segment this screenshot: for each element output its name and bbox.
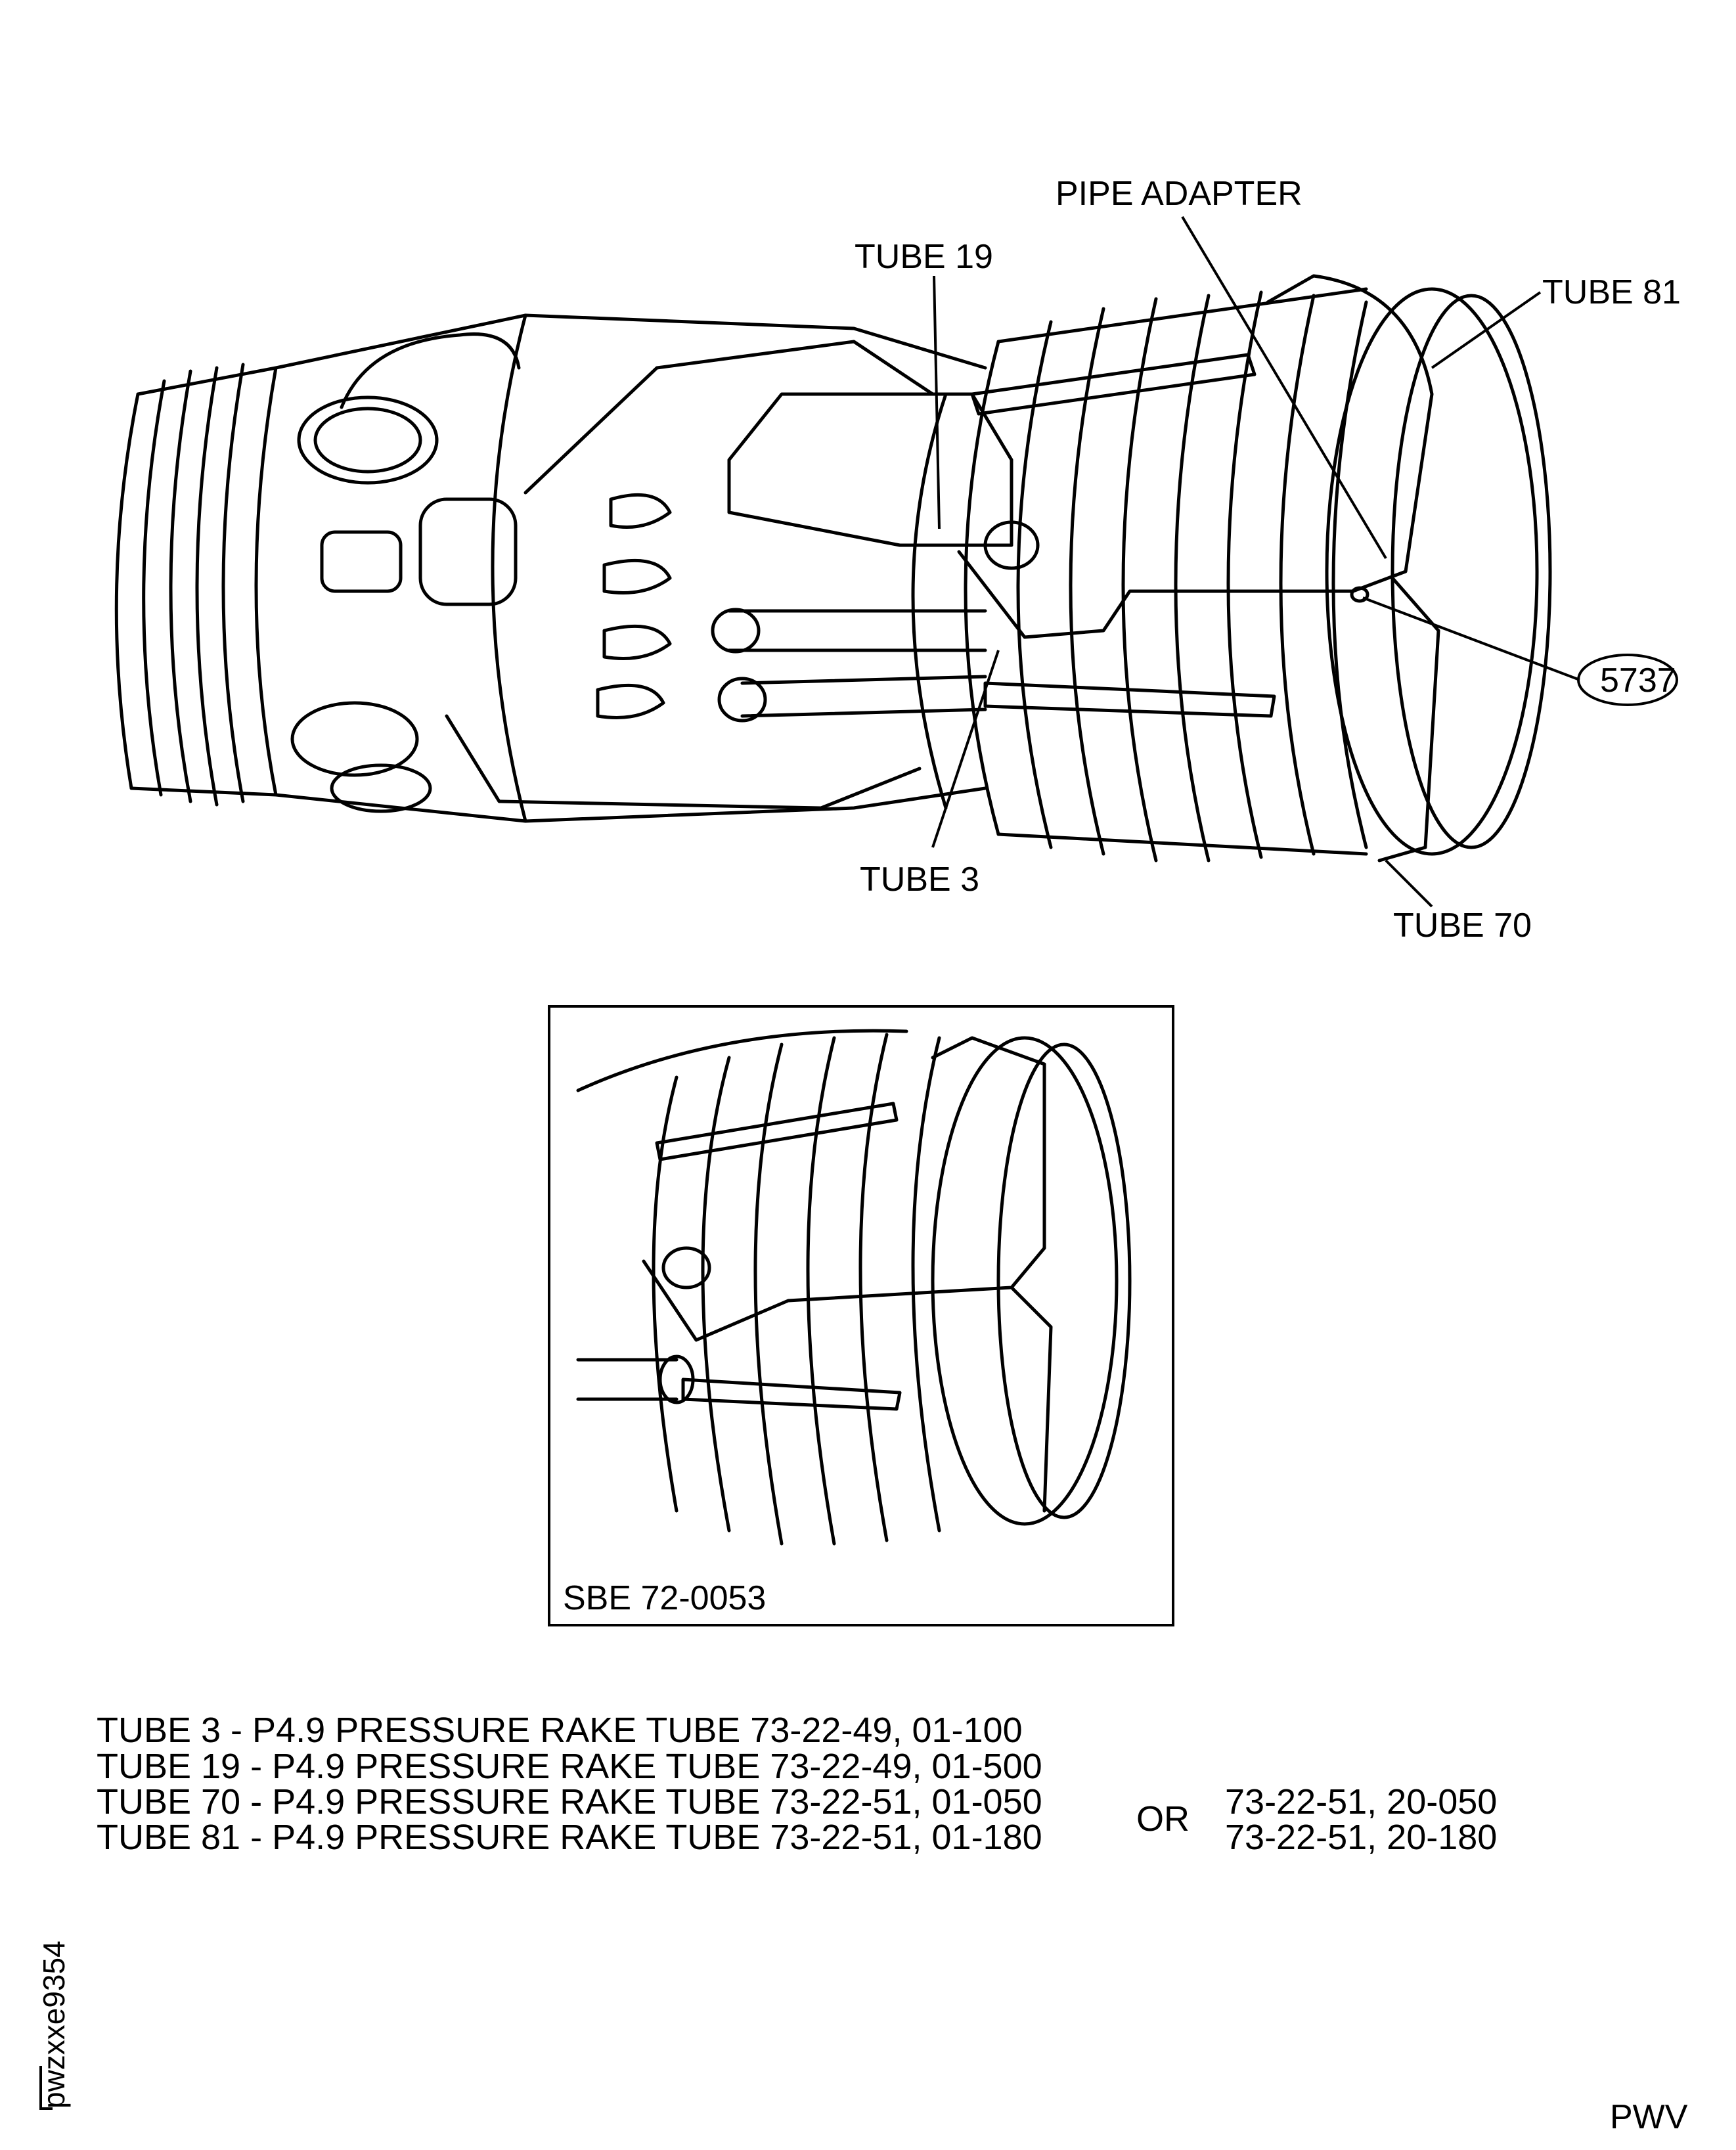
legend-alternate: 73-22-51, 20-050: [1225, 1782, 1497, 1822]
callout-item-5737: 5737: [1600, 661, 1676, 700]
callout-tube-81: TUBE 81: [1542, 273, 1681, 311]
engine-left-rings: [114, 363, 278, 807]
engine-main-view: [114, 274, 1552, 862]
callout-tube-19: TUBE 19: [855, 238, 993, 276]
leader-lines: [931, 215, 1580, 908]
inset-view: [548, 1005, 1174, 1626]
legend-line: TUBE 19 - P4.9 PRESSURE RAKE TUBE 73-22-…: [97, 1747, 1042, 1786]
callout-tube-70: TUBE 70: [1393, 907, 1532, 945]
item-number-bubble: [1577, 654, 1678, 706]
footer-code: PWV: [1610, 2098, 1688, 2136]
case-ports: [596, 493, 672, 719]
legend-line: TUBE 81 - P4.9 PRESSURE RAKE TUBE 73-22-…: [97, 1818, 1042, 1857]
legend-or: OR: [1136, 1799, 1190, 1839]
legend-alternate: 73-22-51, 20-180: [1225, 1818, 1497, 1857]
legend: TUBE 3 - P4.9 PRESSURE RAKE TUBE 73-22-4…: [97, 1711, 1497, 1857]
figure-id: pwzxxe9354: [37, 1940, 71, 2109]
tube-routing: [445, 274, 1440, 862]
legend-line: TUBE 70 - P4.9 PRESSURE RAKE TUBE 73-22-…: [97, 1782, 1042, 1822]
inset-label: SBE 72-0053: [563, 1579, 766, 1617]
figure-id-bracket: [39, 2066, 53, 2110]
callout-pipe-adapter: PIPE ADAPTER: [1056, 175, 1302, 213]
callout-tube-3: TUBE 3: [860, 861, 979, 899]
exhaust-rings: [911, 287, 1552, 862]
legend-line: TUBE 3 - P4.9 PRESSURE RAKE TUBE 73-22-4…: [97, 1711, 1023, 1750]
